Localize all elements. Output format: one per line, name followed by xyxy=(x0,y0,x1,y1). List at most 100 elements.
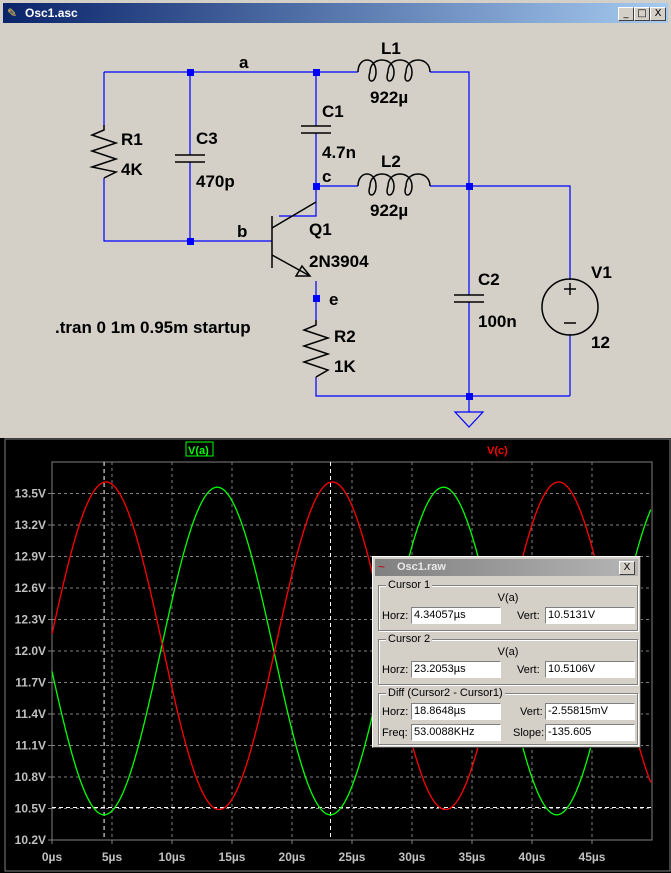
c2-name: C2 xyxy=(478,270,500,289)
diff-slope-field[interactable]: -135.605 xyxy=(545,724,635,741)
x-tick-label: 15µs xyxy=(219,850,246,864)
ground-symbol xyxy=(453,411,485,428)
cursor2-trace: V(a) xyxy=(497,646,519,658)
c1-symbol[interactable] xyxy=(301,125,331,134)
cursor1-vert-label: Vert: xyxy=(517,610,540,622)
cursor1-horz-label: Horz: xyxy=(382,610,409,622)
cursor2-vert-label: Vert: xyxy=(517,664,540,676)
q1-name: Q1 xyxy=(309,220,332,239)
l1-name: L1 xyxy=(381,39,401,58)
y-tick-label: 10.5V xyxy=(15,802,46,816)
r1-symbol[interactable] xyxy=(89,125,119,179)
c3-symbol[interactable] xyxy=(175,154,205,163)
cursor1-vert-field[interactable]: 10.5131V xyxy=(545,607,635,624)
y-tick-label: 13.2V xyxy=(15,518,46,532)
waveform-traces xyxy=(51,481,652,816)
spice-directive[interactable]: .tran 0 1m 0.95m startup xyxy=(55,318,251,337)
c3-name: C3 xyxy=(196,129,218,148)
trace-label-box-va xyxy=(185,441,214,457)
net-label-a: a xyxy=(239,53,249,72)
c3-value: 470p xyxy=(196,172,235,191)
cursor1-group-label: Cursor 1 xyxy=(386,579,433,591)
x-tick-label: 20µs xyxy=(279,850,306,864)
x-tick-label: 10µs xyxy=(159,850,186,864)
y-tick-label: 11.1V xyxy=(15,739,46,753)
diff-group-label: Diff (Cursor2 - Cursor1) xyxy=(386,687,505,699)
cursor2-group-label: Cursor 2 xyxy=(386,633,433,645)
maximize-button[interactable]: □ xyxy=(634,7,650,21)
diff-horz-field[interactable]: 18.8648µs xyxy=(411,703,501,720)
trace-vc xyxy=(51,481,652,811)
cursor1-trace: V(a) xyxy=(497,592,519,604)
y-tick-label: 12.0V xyxy=(15,644,46,658)
r2-value: 1K xyxy=(334,357,356,376)
cursor-lines[interactable] xyxy=(52,462,652,840)
q1-value: 2N3904 xyxy=(309,252,369,271)
schematic-titlebar[interactable]: ✎ Osc1.asc _ □ X xyxy=(3,3,668,23)
cursor-dialog-close-button[interactable]: X xyxy=(619,561,635,575)
y-tick-label: 13.5V xyxy=(15,487,46,501)
l1-symbol[interactable] xyxy=(357,59,431,82)
y-axis-labels: 13.5V 13.2V 12.9V 12.6V 12.3V 12.0V 11.7V 11.4V… xyxy=(15,487,46,848)
x-tick-label: 35µs xyxy=(459,850,486,864)
r2-name: R2 xyxy=(334,327,356,346)
x-tick-label: 30µs xyxy=(399,850,426,864)
y-tick-label: 12.6V xyxy=(15,581,46,595)
diff-group: Diff (Cursor2 - Cursor1) Horz: 18.8648µs… xyxy=(378,687,638,745)
v1-value: 12 xyxy=(591,333,610,352)
l2-symbol[interactable] xyxy=(357,173,431,196)
c1-name: C1 xyxy=(322,102,344,121)
diff-vert-label: Vert: xyxy=(520,706,543,718)
x-axis-labels: 0µs 5µs 10µs 15µs 20µs 25µs 30µs 35µs 40µs 45µs xyxy=(42,850,606,864)
net-label-b: b xyxy=(237,222,247,241)
net-label-e: e xyxy=(329,290,338,309)
cursor-dialog: ~ Osc1.raw X Cursor 1 V(a) Horz: 4.34057… xyxy=(372,556,641,748)
cursor-dialog-titlebar[interactable]: ~ Osc1.raw X xyxy=(375,559,638,576)
junction-dots xyxy=(187,69,473,400)
cursor2-horz-field[interactable]: 23.2053µs xyxy=(411,661,501,678)
r1-value: 4K xyxy=(121,160,143,179)
schematic-canvas[interactable]: a b c e R1 4K C3 470p C1 4.7n L1 922µ L2… xyxy=(6,24,665,434)
y-tick-label: 10.2V xyxy=(15,833,46,847)
c2-symbol[interactable] xyxy=(454,294,484,303)
r1-name: R1 xyxy=(121,130,143,149)
x-tick-label: 40µs xyxy=(519,850,546,864)
trace-label-va[interactable]: V(a) xyxy=(188,445,209,457)
x-tick-label: 0µs xyxy=(42,850,63,864)
y-tick-label: 12.3V xyxy=(15,613,46,627)
l2-name: L2 xyxy=(381,152,401,171)
cursor1-horz-field[interactable]: 4.34057µs xyxy=(411,607,501,624)
diff-slope-label: Slope: xyxy=(513,727,545,739)
r2-symbol[interactable] xyxy=(301,320,331,378)
cursor2-group: Cursor 2 V(a) Horz: 23.2053µs Vert: 10.5… xyxy=(378,633,638,685)
c1-value: 4.7n xyxy=(322,143,356,162)
y-tick-label: 12.9V xyxy=(15,550,46,564)
cursor2-vert-field[interactable]: 10.5106V xyxy=(545,661,635,678)
net-label-c: c xyxy=(322,167,331,186)
diff-freq-field[interactable]: 53.0088KHz xyxy=(411,724,501,741)
x-tick-label: 45µs xyxy=(579,850,606,864)
y-tick-label: 11.4V xyxy=(15,707,46,721)
q1-symbol[interactable] xyxy=(271,201,317,277)
v1-name: V1 xyxy=(591,263,612,282)
schematic-window-title: Osc1.asc xyxy=(25,6,78,20)
diff-vert-field[interactable]: -2.55815mV xyxy=(545,703,635,720)
close-button[interactable]: X xyxy=(650,7,666,21)
c2-value: 100n xyxy=(478,312,517,331)
minimize-button[interactable]: _ xyxy=(618,7,634,21)
y-tick-label: 11.7V xyxy=(15,676,46,690)
l1-value: 922µ xyxy=(370,88,408,107)
x-tick-label: 5µs xyxy=(102,850,123,864)
trace-va xyxy=(51,486,652,816)
v1-symbol[interactable] xyxy=(541,278,599,336)
x-tick-label: 25µs xyxy=(339,850,366,864)
y-tick-label: 10.8V xyxy=(15,770,46,784)
diff-horz-label: Horz: xyxy=(382,706,409,718)
schematic-file-icon: ✎ xyxy=(7,6,18,20)
cursor-dialog-title: Osc1.raw xyxy=(397,561,446,573)
l2-value: 922µ xyxy=(370,201,408,220)
schematic-window: ✎ Osc1.asc _ □ X xyxy=(3,3,668,434)
cursor2-horz-label: Horz: xyxy=(382,664,409,676)
waveform-app-icon: ~ xyxy=(378,560,386,574)
trace-label-vc[interactable]: V(c) xyxy=(487,445,508,457)
